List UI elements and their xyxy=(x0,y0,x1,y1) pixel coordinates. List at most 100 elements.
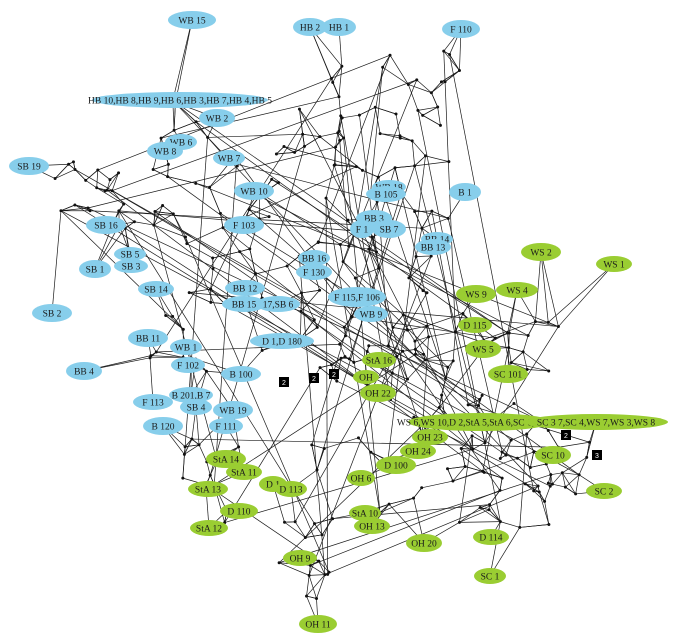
graph-node-wscluster[interactable]: WS 6,WS 10,D 2,StA 5,StA 6,SC 6,StA 1,S xyxy=(397,413,563,431)
badge-box xyxy=(279,377,289,387)
graph-node-hbcluster[interactable]: HB 10,HB 8,HB 9,HB 6,HB 3,HB 7,HB 4,HB 5 xyxy=(88,92,272,108)
graph-node-sb3[interactable]: SB 3 xyxy=(114,259,148,273)
graph-node-bb4[interactable]: BB 4 xyxy=(66,362,102,380)
graph-node-sb7[interactable]: SB 7 xyxy=(372,220,406,238)
edge xyxy=(399,135,413,142)
graph-node-b201[interactable]: B 201,B 7 xyxy=(169,387,213,403)
edge xyxy=(459,507,481,523)
graph-node-sb14[interactable]: SB 14 xyxy=(138,281,174,297)
graph-node-sc10[interactable]: SC 10 xyxy=(535,446,571,464)
graph-node-f103[interactable]: F 103 xyxy=(224,216,264,234)
node-label: WS 1 xyxy=(603,260,625,270)
junction-point xyxy=(556,325,560,329)
junction-point xyxy=(515,456,519,460)
graph-node-sc1[interactable]: SC 1 xyxy=(474,568,506,584)
graph-node-f113[interactable]: F 113 xyxy=(133,394,173,410)
graph-node-sb19[interactable]: SB 19 xyxy=(9,157,49,175)
graph-node-oh20[interactable]: OH 20 xyxy=(406,534,442,552)
graph-node-bb13[interactable]: BB 13 xyxy=(415,239,451,255)
graph-node-wb2[interactable]: WB 2 xyxy=(199,109,235,127)
graph-node-hb2[interactable]: HB 2 xyxy=(293,18,327,36)
graph-node-bbsb[interactable]: BB 15 xyxy=(222,296,266,312)
graph-node-ws4[interactable]: WS 4 xyxy=(496,282,538,298)
graph-node-sta14[interactable]: StA 14 xyxy=(206,450,246,468)
graph-node-oh6[interactable]: OH 6 xyxy=(347,470,375,486)
graph-node-ws1[interactable]: WS 1 xyxy=(596,256,632,272)
graph-node-sta12[interactable]: StA 12 xyxy=(190,520,228,536)
graph-node-d115[interactable]: D 115 xyxy=(458,317,492,333)
edge xyxy=(319,136,363,171)
edge xyxy=(414,165,486,443)
graph-node-wb8[interactable]: WB 8 xyxy=(147,142,183,160)
graph-node-dcluster[interactable]: D 1,D 180 xyxy=(250,333,314,349)
graph-node-sb6[interactable]: 17,SB 6 xyxy=(256,296,300,312)
junction-point xyxy=(416,108,420,112)
graph-node-sb2[interactable]: SB 2 xyxy=(32,304,72,322)
graph-node-bb12[interactable]: BB 12 xyxy=(225,280,265,296)
graph-node-f102[interactable]: F 102 xyxy=(171,357,205,373)
graph-node-b100[interactable]: B 100 xyxy=(221,366,261,382)
badge-box xyxy=(309,373,319,383)
junction-point xyxy=(504,453,508,457)
junction-point xyxy=(339,356,343,360)
graph-node-sta16[interactable]: StA 16 xyxy=(362,352,396,368)
junction-point xyxy=(412,415,416,419)
graph-node-sb5[interactable]: SB 5 xyxy=(114,247,146,261)
graph-node-sta11[interactable]: StA 11 xyxy=(226,464,262,480)
graph-node-sb1[interactable]: SB 1 xyxy=(79,260,111,278)
graph-node-sb4[interactable]: SB 4 xyxy=(180,399,212,415)
graph-node-sc101[interactable]: SC 101 xyxy=(488,365,528,383)
edge xyxy=(186,243,213,259)
graph-node-b1[interactable]: B 1 xyxy=(449,183,481,201)
graph-node-f1[interactable]: F 1 xyxy=(350,220,374,238)
graph-node-f111[interactable]: F 111 xyxy=(209,418,243,434)
graph-node-f130[interactable]: F 130 xyxy=(296,264,332,280)
graph-node-oh13[interactable]: OH 13 xyxy=(354,518,390,534)
node-shape xyxy=(170,339,202,355)
graph-node-oh22[interactable]: OH 22 xyxy=(360,384,396,402)
edge xyxy=(325,198,381,513)
graph-node-wb9[interactable]: WB 9 xyxy=(354,306,388,322)
graph-node-ws9[interactable]: WS 9 xyxy=(456,285,496,303)
junction-point xyxy=(122,202,126,206)
junction-point xyxy=(323,573,327,577)
graph-node-bb16[interactable]: BB 16 xyxy=(298,250,330,266)
edge xyxy=(154,211,174,215)
graph-node-oh24[interactable]: OH 24 xyxy=(400,443,436,459)
graph-node-ws2[interactable]: WS 2 xyxy=(521,243,561,261)
graph-node-ws5[interactable]: WS 5 xyxy=(465,340,501,358)
graph-node-d114[interactable]: D 114 xyxy=(473,529,509,545)
junction-point xyxy=(340,64,344,68)
junction-point xyxy=(308,563,312,567)
graph-node-d110[interactable]: D 110 xyxy=(220,503,258,519)
graph-node-wb7[interactable]: WB 7 xyxy=(213,150,245,166)
junction-point xyxy=(386,344,390,348)
graph-node-oh23[interactable]: OH 23 xyxy=(412,429,448,445)
edge xyxy=(51,210,62,314)
graph-node-sccluster[interactable]: SC 3 7,SC 4,WS 7,WS 3,WS 8 xyxy=(524,414,668,430)
graph-node-sta10[interactable]: StA 10 xyxy=(349,505,381,521)
edge xyxy=(332,66,343,83)
junction-point xyxy=(463,465,467,469)
graph-node-sc2[interactable]: SC 2 xyxy=(586,483,622,499)
graph-node-wb10[interactable]: WB 10 xyxy=(234,182,274,200)
junction-point xyxy=(477,403,481,407)
junction-point xyxy=(260,348,264,352)
graph-node-oh11[interactable]: OH 11 xyxy=(299,615,337,633)
edge xyxy=(438,395,442,408)
graph-node-d100[interactable]: D 100 xyxy=(376,456,416,474)
graph-node-fcluster[interactable]: F 115,F 106 xyxy=(328,287,386,307)
graph-node-hb1[interactable]: HB 1 xyxy=(322,18,356,36)
graph-node-wb15[interactable]: WB 15 xyxy=(168,11,216,29)
graph-node-wb19[interactable]: WB 19 xyxy=(213,401,253,419)
graph-node-sb16[interactable]: SB 16 xyxy=(86,216,126,234)
graph-node-wb1[interactable]: WB 1 xyxy=(170,339,202,355)
graph-node-oh[interactable]: OH xyxy=(353,370,379,384)
graph-node-b105[interactable]: B 105 xyxy=(366,186,406,202)
graph-node-f110[interactable]: F 110 xyxy=(442,20,480,38)
graph-node-b120[interactable]: B 120 xyxy=(143,417,183,435)
graph-node-oh9[interactable]: OH 9 xyxy=(283,550,317,566)
graph-node-bb11[interactable]: BB 11 xyxy=(128,329,168,347)
graph-node-sta13[interactable]: StA 13 xyxy=(188,481,228,497)
graph-node-d113[interactable]: D 113 xyxy=(275,481,307,497)
